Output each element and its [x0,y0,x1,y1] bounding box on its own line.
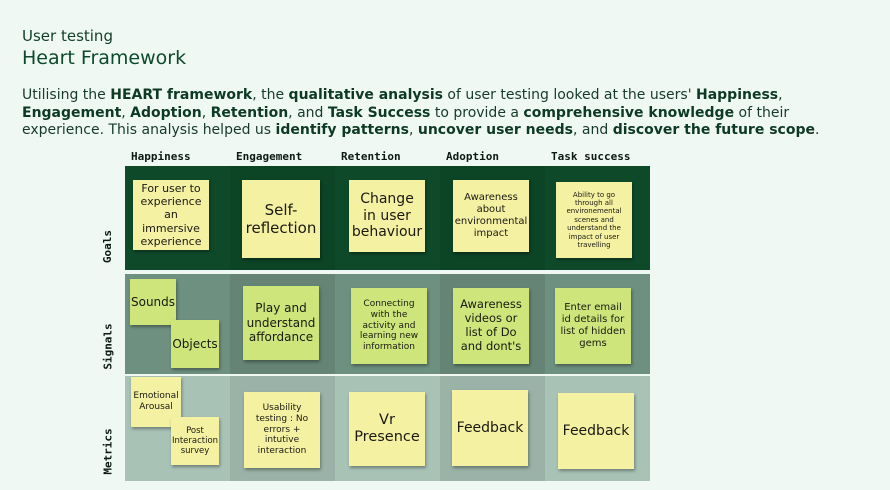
column-header-retention: Retention [341,150,401,163]
column-header-task-success: Task success [551,150,631,163]
sticky-note-metric-task-success: Feedback [558,393,634,469]
row-label-goals: Goals [101,229,115,264]
row-label-metrics: Metrics [101,428,115,475]
sticky-note-metric-post-survey: Post Interaction survey [171,417,219,465]
row-label-signals: Signals [101,323,115,370]
sticky-note-metric-adoption: Feedback [452,390,528,466]
page-title: Heart Framework [22,47,187,69]
sticky-note-signal-task-success: Enter email id details for list of hidde… [555,288,631,364]
column-header-engagement: Engagement [236,150,303,163]
sticky-note-metric-engagement: Usability testing : No errors + intutive… [244,392,320,468]
sticky-note-signal-engagement: Play and understand affordance [243,286,319,360]
heart-board: Happiness Engagement Retention Adoption … [95,148,655,490]
page-subtitle: User testing [22,27,113,45]
sticky-note-signal-retention: Connecting with the activity and learnin… [351,288,427,364]
sticky-note-signal-sounds: Sounds [130,279,176,325]
intro-paragraph: Utilising the HEART framework, the quali… [22,87,820,138]
column-header-adoption: Adoption [446,150,499,163]
column-header-happiness: Happiness [131,150,191,163]
sticky-note-metric-emotional-arousal: Emotional Arousal [131,377,181,427]
sticky-note-goal-engagement: Self-reflection [242,180,320,258]
sticky-note-signal-adoption: Awareness videos or list of Do and dont'… [453,288,529,364]
sticky-note-goal-happiness: For user to experience an immersive expe… [133,180,209,250]
sticky-note-goal-task-success: Ability to go through all environemental… [556,182,632,258]
sticky-note-signal-objects: Objects [171,320,219,368]
sticky-note-goal-retention: Change in user behaviour [349,180,425,252]
sticky-note-goal-adoption: Awareness about environmental impact [453,180,529,252]
sticky-note-metric-retention: Vr Presence [349,392,425,466]
